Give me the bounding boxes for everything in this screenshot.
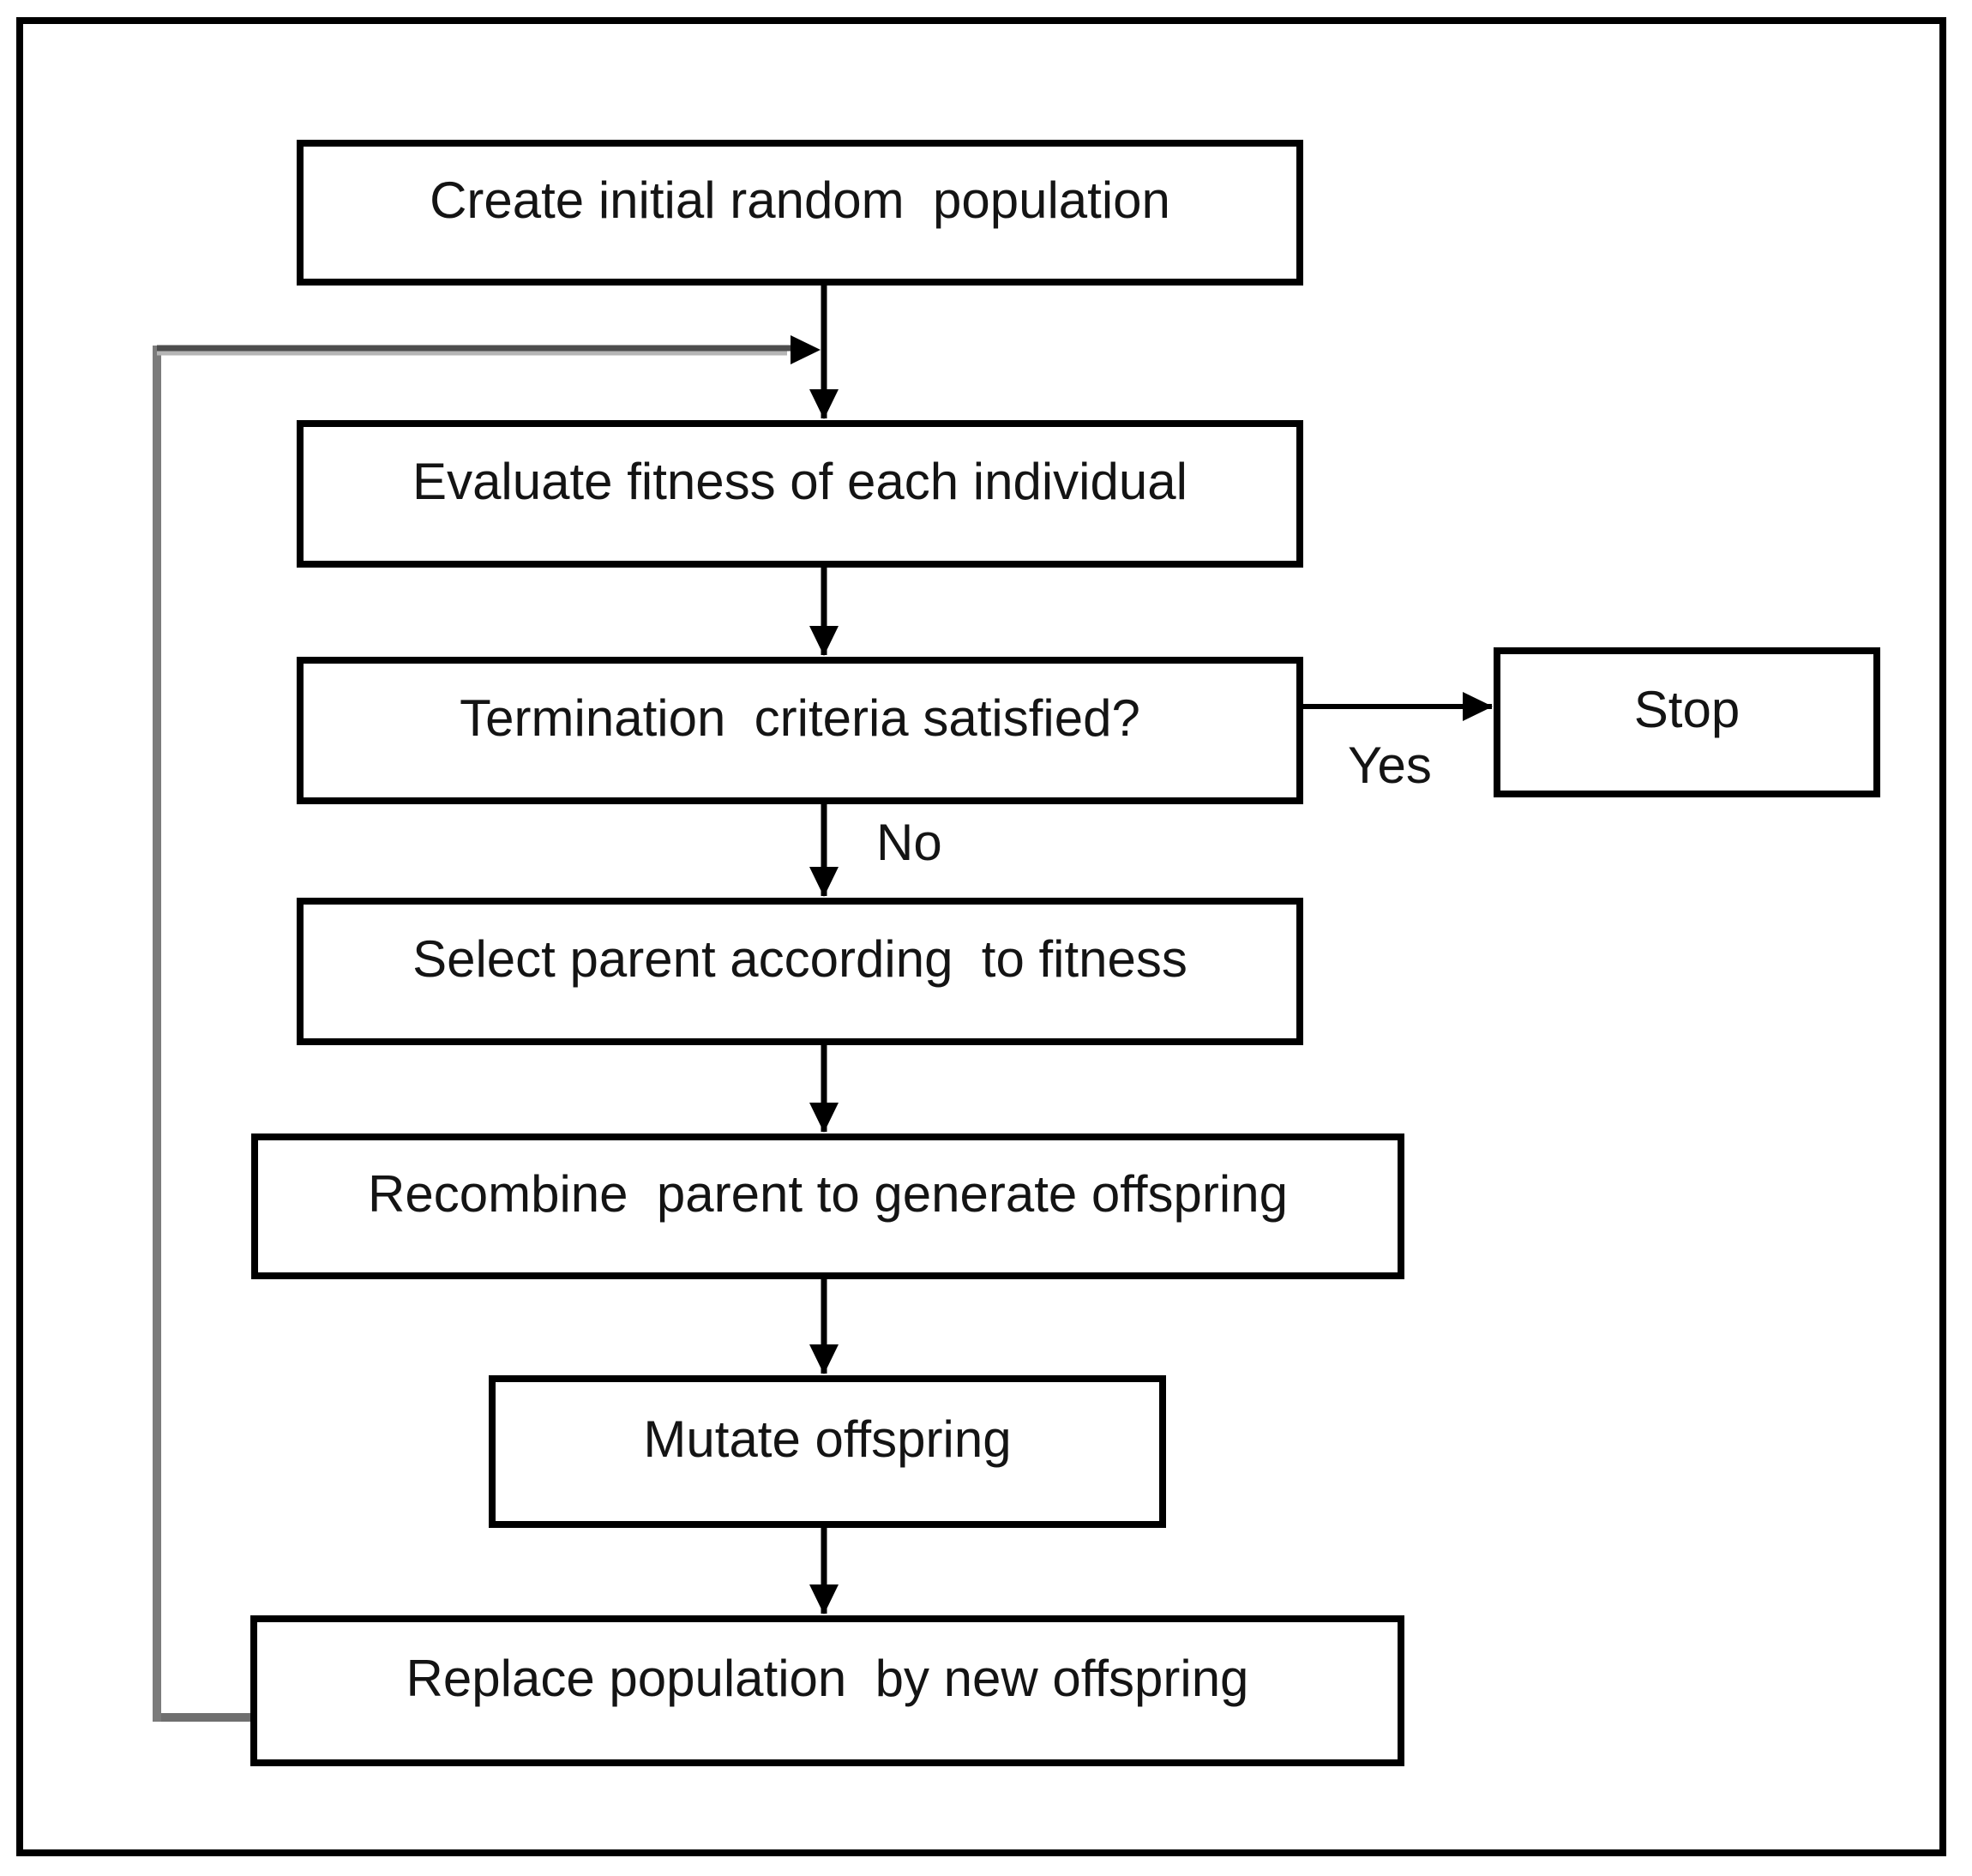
node-create-initial-population: Create initial random population bbox=[297, 140, 1303, 286]
node-create-initial-population-label: Create initial random population bbox=[430, 171, 1170, 229]
edge-label-no: No bbox=[876, 814, 942, 871]
node-select-parent: Select parent according to fitness bbox=[297, 898, 1303, 1045]
node-select-parent-label: Select parent according to fitness bbox=[412, 929, 1187, 988]
node-replace-population: Replace population by new offspring bbox=[250, 1615, 1404, 1766]
node-termination-criteria: Termination criteria satisfied? bbox=[297, 657, 1303, 804]
feedback-arrowhead bbox=[791, 335, 821, 364]
node-stop-label: Stop bbox=[1633, 681, 1741, 738]
node-recombine-parent: Recombine parent to generate offspring bbox=[251, 1133, 1404, 1279]
node-evaluate-fitness-label: Evaluate fitness of each individual bbox=[412, 452, 1187, 510]
edge-label-yes: Yes bbox=[1348, 737, 1432, 794]
node-replace-population-label: Replace population by new offspring bbox=[406, 1649, 1249, 1707]
node-mutate-offspring-label: Mutate offspring bbox=[643, 1410, 1012, 1468]
node-recombine-parent-label: Recombine parent to generate offspring bbox=[368, 1164, 1288, 1223]
node-evaluate-fitness: Evaluate fitness of each individual bbox=[297, 420, 1303, 568]
node-termination-criteria-label: Termination criteria satisfied? bbox=[460, 688, 1140, 747]
diagram-border bbox=[16, 17, 1946, 1856]
node-mutate-offspring: Mutate offspring bbox=[489, 1375, 1166, 1528]
node-stop: Stop bbox=[1494, 647, 1880, 797]
